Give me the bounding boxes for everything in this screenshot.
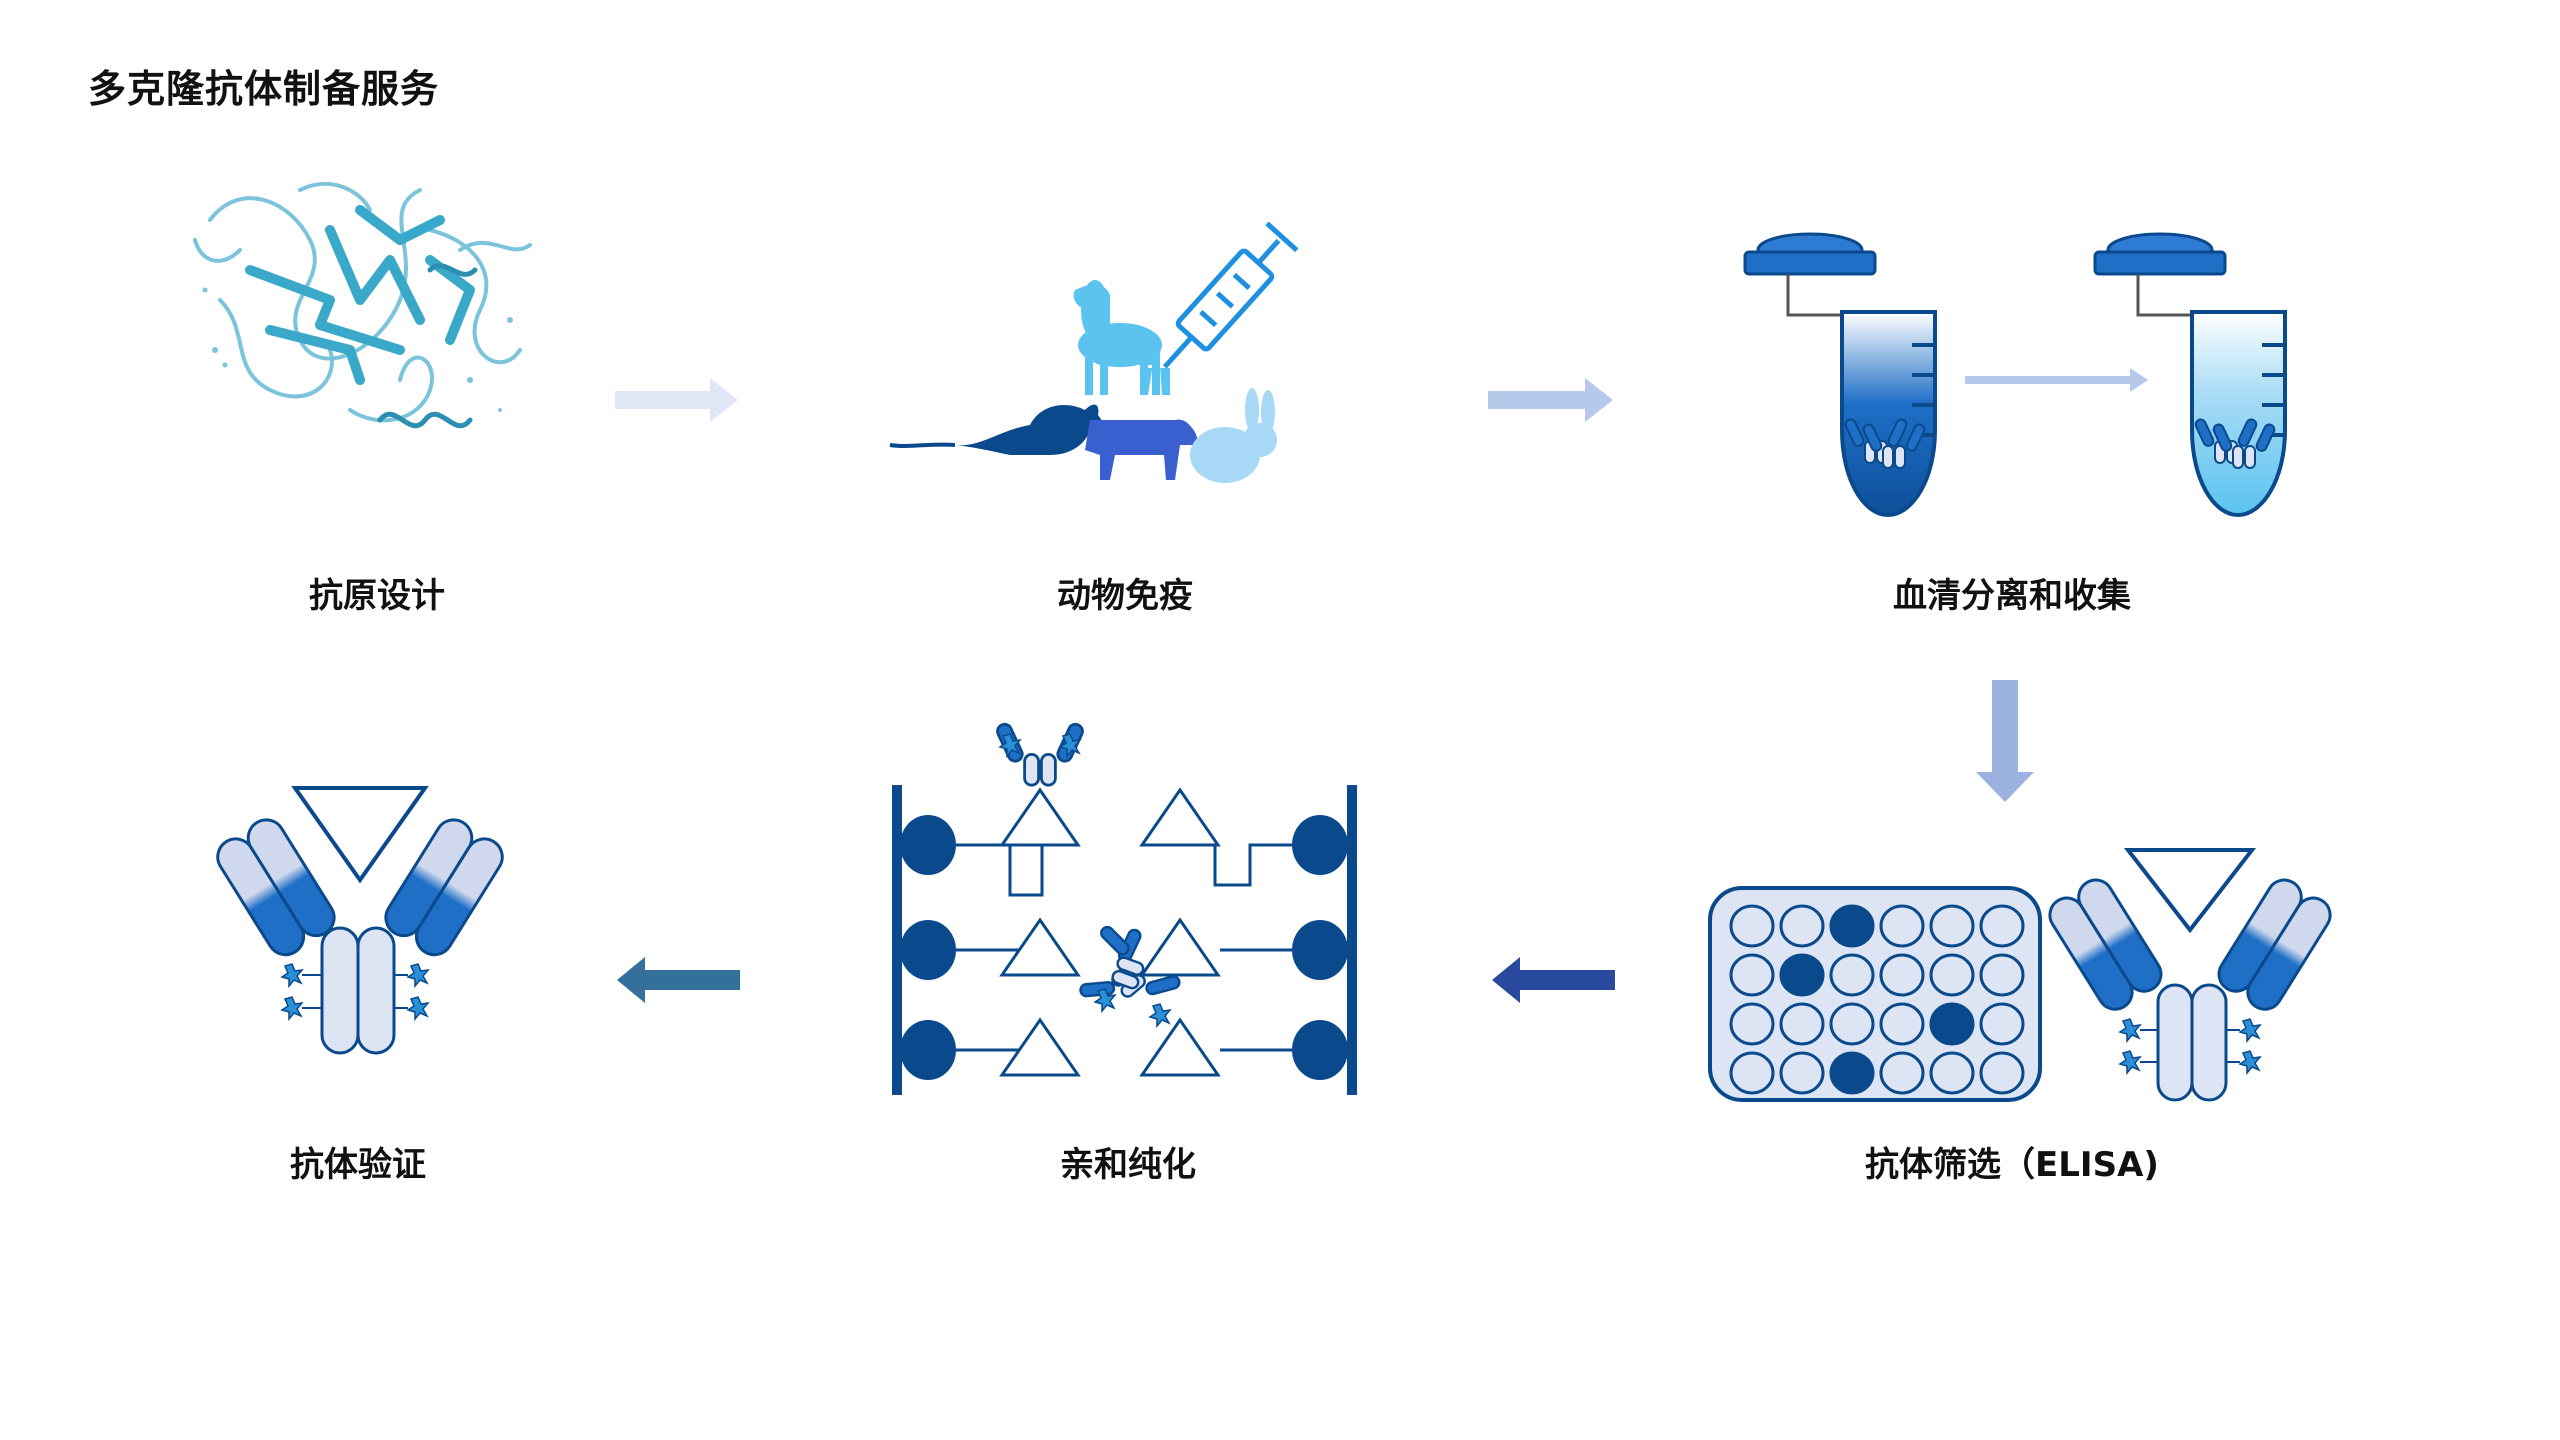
antibody-antigen-icon: [216, 786, 504, 1055]
elisa-well: [1779, 1051, 1825, 1095]
elisa-well: [1879, 904, 1925, 948]
elisa-well: [1879, 953, 1925, 997]
step-label-elisa-screening: 抗体筛选（ELISA): [1865, 1145, 2159, 1185]
elisa-well: [1929, 1051, 1975, 1095]
elisa-well: [1729, 1002, 1775, 1046]
arrow-step1-to-step2: [615, 378, 738, 422]
step-label-antibody-validation: 抗体验证: [290, 1145, 426, 1185]
elisa-well: [1979, 1051, 2025, 1095]
page-title: 多克隆抗体制备服务: [88, 67, 440, 111]
flow-arrows: [615, 378, 2034, 1003]
step-label-antigen-design: 抗原设计: [309, 576, 445, 616]
affinity-column-icon: [892, 720, 1357, 1095]
elisa-well: [1929, 904, 1975, 948]
elisa-well: [1779, 904, 1825, 948]
elisa-well: [1829, 904, 1875, 948]
step-label-animal-immunization: 动物免疫: [1057, 576, 1193, 616]
elisa-well: [1929, 953, 1975, 997]
elisa-well: [1729, 1051, 1775, 1095]
elisa-well: [1879, 1051, 1925, 1095]
elisa-well: [1779, 953, 1825, 997]
elisa-well: [1879, 1002, 1925, 1046]
arrow-step3-to-step4: [1976, 680, 2034, 802]
elisa-well: [1779, 1002, 1825, 1046]
animals-syringe-icon: [889, 221, 1299, 483]
arrow-step2-to-step3: [1488, 378, 1613, 422]
centrifuge-tubes-icon: [1743, 232, 2287, 518]
elisa-plate-antibody-icon: [1708, 848, 2332, 1102]
elisa-well: [1729, 953, 1775, 997]
elisa-well: [1979, 953, 2025, 997]
tube-transfer-arrow: [1965, 368, 2148, 392]
elisa-well: [1929, 1002, 1975, 1046]
arrow-step5-to-step6: [617, 957, 740, 1003]
elisa-well: [1829, 1002, 1875, 1046]
elisa-well: [1829, 1051, 1875, 1095]
elisa-well: [1979, 1002, 2025, 1046]
elisa-well: [1979, 904, 2025, 948]
step-label-serum-collection: 血清分离和收集: [1893, 576, 2131, 616]
elisa-well: [1729, 904, 1775, 948]
elisa-well: [1829, 953, 1875, 997]
step-label-affinity-purification: 亲和纯化: [1060, 1145, 1196, 1185]
arrow-step4-to-step5: [1492, 957, 1615, 1003]
protein-structure-icon: [193, 181, 532, 429]
